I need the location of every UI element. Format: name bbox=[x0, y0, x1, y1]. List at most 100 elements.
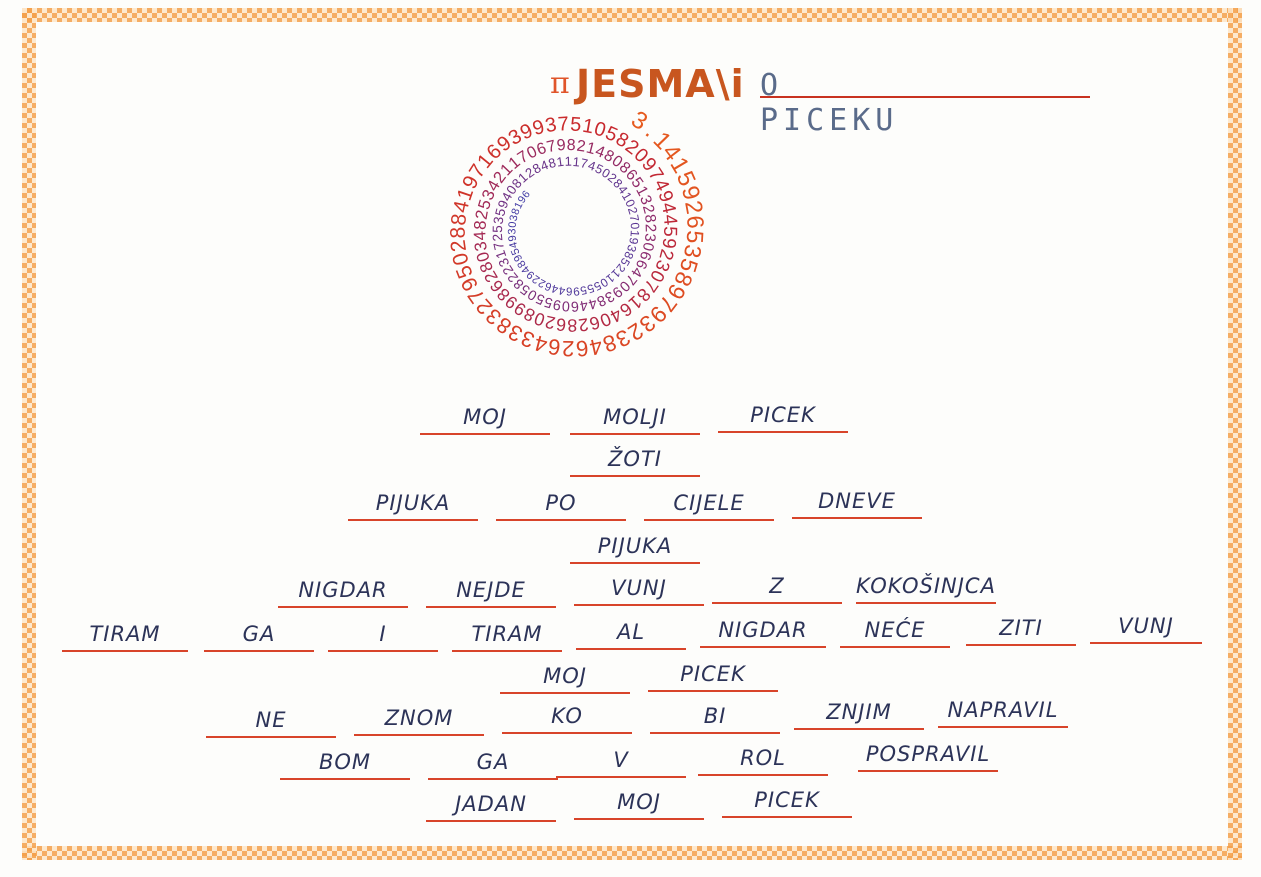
poem-word: ZNOM bbox=[354, 706, 484, 736]
poem-word: MOLJI bbox=[570, 405, 700, 435]
spiral-digit: 4 bbox=[657, 201, 680, 216]
spiral-digit: 5 bbox=[585, 281, 596, 296]
spiral-digit: 1 bbox=[572, 154, 580, 170]
spiral-digit: 6 bbox=[575, 335, 590, 361]
spiral-digit: 6 bbox=[555, 314, 567, 335]
spiral-digit: 0 bbox=[448, 250, 473, 267]
spiral-digit: 2 bbox=[537, 276, 548, 290]
poem-word: NEĆE bbox=[840, 618, 950, 648]
poem-word: TIRAM bbox=[62, 622, 188, 652]
spiral-digit: 6 bbox=[566, 285, 573, 297]
spiral-digit: 7 bbox=[491, 241, 507, 252]
poem-word: TIRAM bbox=[452, 622, 562, 652]
poem-word: PIJUKA bbox=[570, 534, 700, 564]
spiral-digit: 9 bbox=[516, 194, 529, 205]
spiral-digit: 0 bbox=[639, 241, 657, 253]
spiral-digit: 5 bbox=[509, 246, 522, 256]
spiral-digit: 3 bbox=[471, 240, 491, 253]
spiral-digit: 2 bbox=[490, 233, 506, 242]
spiral-digit: 8 bbox=[509, 207, 522, 217]
poem-word: BI bbox=[650, 704, 780, 734]
poem-word: MOJ bbox=[420, 405, 550, 435]
spiral-digit: 8 bbox=[547, 155, 558, 171]
spiral-digit: 5 bbox=[579, 283, 588, 297]
poem-word: PICEK bbox=[722, 788, 852, 818]
poem-word: BOM bbox=[280, 750, 410, 780]
spiral-digit: 2 bbox=[639, 203, 658, 216]
poem-word: VUNJ bbox=[1090, 614, 1202, 644]
spiral-digit: 6 bbox=[682, 215, 709, 230]
spiral-digit: 9 bbox=[552, 296, 563, 313]
spiral-digit: 4 bbox=[659, 213, 681, 226]
spiral-digit: 2 bbox=[447, 238, 471, 253]
poem-word: CIJELE bbox=[644, 491, 774, 521]
spiral-digit: 5 bbox=[490, 225, 505, 233]
spiral-digit: 2 bbox=[576, 138, 587, 156]
spiral-digit: 0 bbox=[562, 297, 571, 313]
poem-word: DNEVE bbox=[792, 489, 922, 519]
spiral-digit: 6 bbox=[547, 334, 562, 360]
spiral-digit: 8 bbox=[447, 226, 470, 238]
checkered-border-bottom bbox=[22, 846, 1242, 860]
spiral-digit: 5 bbox=[659, 226, 680, 237]
title-main-text: JESMA\i bbox=[576, 62, 745, 106]
spiral-digit: 1 bbox=[565, 154, 573, 169]
spiral-digit: 4 bbox=[507, 241, 520, 250]
poem-word: ZNJIM bbox=[794, 700, 924, 730]
poem-word: ŽOTI bbox=[570, 447, 700, 477]
spiral-digit: 4 bbox=[449, 199, 474, 215]
poem-word: NEJDE bbox=[426, 578, 556, 608]
spiral-digit: 1 bbox=[627, 230, 641, 238]
poem-word: PIJUKA bbox=[348, 491, 478, 521]
poem-word: PICEK bbox=[718, 403, 848, 433]
spiral-digit: 9 bbox=[658, 237, 680, 250]
poem-word: Z bbox=[712, 574, 842, 604]
spiral-digit: 2 bbox=[679, 199, 707, 217]
spiral-digit: 4 bbox=[551, 282, 560, 295]
poem-word: GA bbox=[204, 622, 314, 652]
title-underline bbox=[760, 96, 1090, 98]
spiral-digit: 5 bbox=[492, 207, 508, 218]
spiral-digit: 7 bbox=[627, 214, 642, 223]
poem-word: GA bbox=[428, 750, 558, 780]
spiral-digit: 4 bbox=[558, 283, 567, 296]
spiral-digit: 8 bbox=[641, 213, 659, 224]
spiral-digit: 3 bbox=[506, 228, 518, 234]
spiral-digit: 8 bbox=[447, 213, 471, 227]
spiral-digit: 9 bbox=[506, 234, 519, 242]
spiral-digit: 2 bbox=[655, 247, 678, 262]
spiral-digit: 7 bbox=[557, 113, 569, 136]
poem-word: V bbox=[556, 748, 686, 778]
pi-symbol: π bbox=[550, 66, 570, 101]
spiral-digit: 1 bbox=[581, 115, 596, 139]
spiral-digit: 8 bbox=[621, 249, 637, 261]
title-subtitle-text: O PICEKU bbox=[760, 68, 899, 138]
spiral-digit: 3 bbox=[624, 243, 639, 254]
spiral-digit: 9 bbox=[626, 236, 641, 245]
spiral-digit: 2 bbox=[577, 314, 590, 335]
poem-word: NE bbox=[206, 708, 336, 738]
spiral-digit: 5 bbox=[570, 113, 582, 136]
poem-word: VUNJ bbox=[574, 576, 704, 606]
spiral-digit: 4 bbox=[586, 158, 597, 174]
spiral-digit: 0 bbox=[628, 222, 642, 230]
poem-word: MOJ bbox=[574, 790, 704, 820]
spiral-digit: 0 bbox=[507, 221, 520, 228]
spiral-digit: 4 bbox=[470, 230, 490, 241]
spiral-digit: 2 bbox=[543, 312, 557, 334]
spiral-digit: 2 bbox=[530, 272, 542, 285]
spiral-digit: 8 bbox=[567, 315, 577, 335]
checkered-border-right bbox=[1228, 8, 1242, 860]
pi-digits-spiral-illustration: 3.14159265358979323846264338327950288419… bbox=[447, 106, 709, 362]
spiral-digit: 1 bbox=[584, 139, 597, 158]
spiral-digit: 6 bbox=[543, 279, 553, 292]
poem-word: JADAN bbox=[426, 792, 556, 822]
spiral-digit: 3 bbox=[641, 232, 659, 242]
poem-word: I bbox=[328, 622, 438, 652]
poem-word: PO bbox=[496, 491, 626, 521]
spiral-digit: 5 bbox=[682, 230, 709, 244]
spiral-digit: 4 bbox=[532, 330, 550, 357]
spiral-digit: 8 bbox=[515, 258, 528, 270]
poem-word: ZITI bbox=[966, 616, 1076, 646]
poem-word: NIGDAR bbox=[278, 578, 408, 608]
